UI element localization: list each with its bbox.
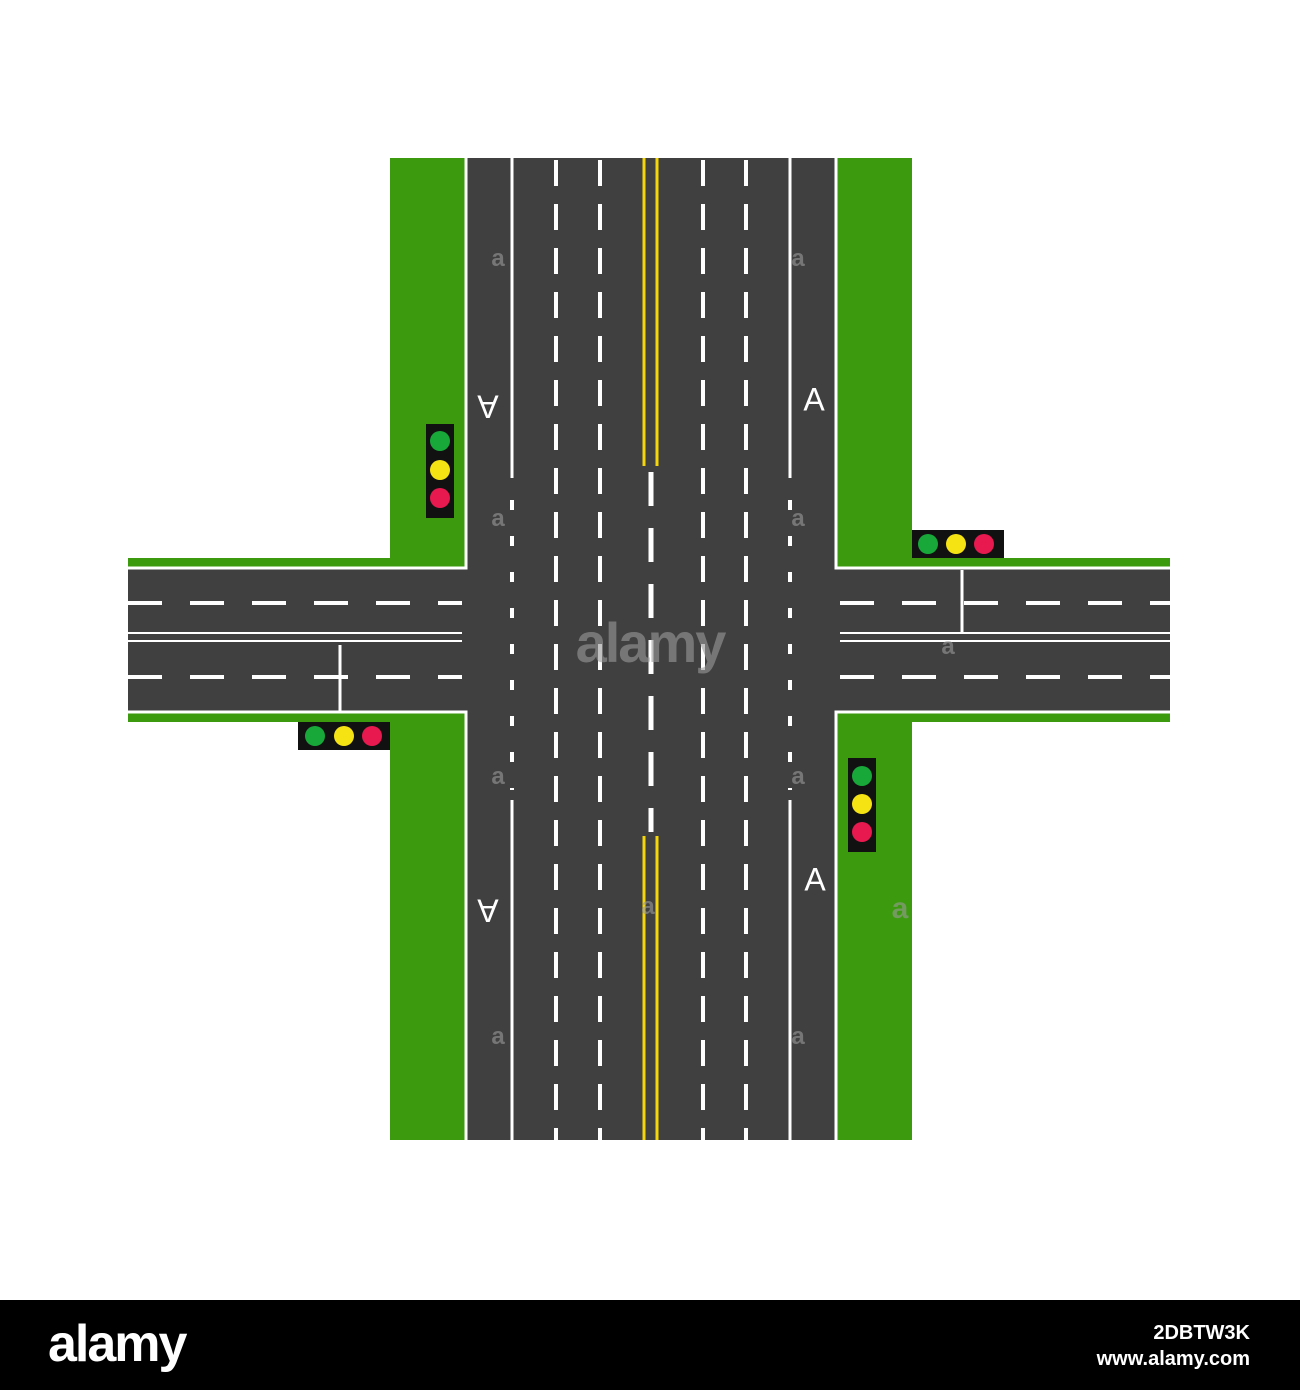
red-light [974, 534, 994, 554]
image-id: 2DBTW3K [1153, 1322, 1250, 1344]
watermark-small-6: a [791, 763, 805, 790]
grass-strip-east-bottom [836, 712, 1170, 722]
green-light [305, 726, 325, 746]
cross-road-median [128, 632, 1170, 642]
watermark-small-1: a [491, 245, 505, 272]
lane-letter-nw: A [477, 389, 499, 425]
grass-verge-south-west [390, 712, 466, 1140]
main-road-lane-dashes [554, 160, 748, 1140]
yellow-light [852, 794, 872, 814]
grass-strip-west-bottom [128, 712, 468, 722]
center-double-yellow-line [642, 158, 659, 1140]
watermark: alamy a a a a a a a a a a a [491, 245, 955, 1050]
green-light [430, 431, 450, 451]
red-light [852, 822, 872, 842]
traffic-light-sw [298, 722, 390, 750]
footer-image-info: 2DBTW3K www.alamy.com [1097, 1320, 1250, 1372]
grass-strip-east-top [836, 558, 1170, 568]
red-light [362, 726, 382, 746]
watermark-small-8: a [791, 1023, 805, 1050]
lane-letters: A A A A [477, 381, 827, 928]
lane-letter-se: A [804, 861, 826, 897]
red-light [430, 488, 450, 508]
yellow-light [334, 726, 354, 746]
lane-letter-sw: A [477, 893, 499, 929]
watermark-small-9: a [641, 893, 655, 920]
intersection-ticks [510, 500, 792, 790]
grass-strip-west-top [128, 558, 468, 568]
yellow-light [430, 460, 450, 480]
curb-lines [128, 158, 1170, 1140]
grass-verge-north-east [836, 158, 912, 568]
cross-road-stop-lines [338, 570, 964, 712]
traffic-light-ne [912, 530, 1004, 558]
green-light [852, 766, 872, 786]
lane-letter-ne: A [803, 381, 825, 417]
cross-road-lane-dashes [128, 601, 1170, 679]
footer-bar: alamy 2DBTW3K www.alamy.com [0, 1300, 1300, 1390]
intersection-illustration: A A A A alamy a a a a a a a a [128, 158, 1170, 1140]
watermark-small-5: a [491, 763, 505, 790]
main-road-solid-lines [510, 158, 792, 1140]
watermark-small-7: a [491, 1023, 505, 1050]
watermark-small-2: a [791, 245, 805, 272]
watermark-small-10: a [941, 633, 955, 660]
site-url: www.alamy.com [1096, 1348, 1250, 1370]
watermark-small-11: a [892, 892, 909, 925]
green-light [918, 534, 938, 554]
yellow-light [946, 534, 966, 554]
traffic-light-se [848, 758, 876, 852]
footer-logo: alamy [48, 1315, 187, 1373]
watermark-small-3: a [491, 505, 505, 532]
traffic-light-nw [426, 424, 454, 518]
watermark-center: alamy [576, 611, 727, 674]
watermark-small-4: a [791, 505, 805, 532]
